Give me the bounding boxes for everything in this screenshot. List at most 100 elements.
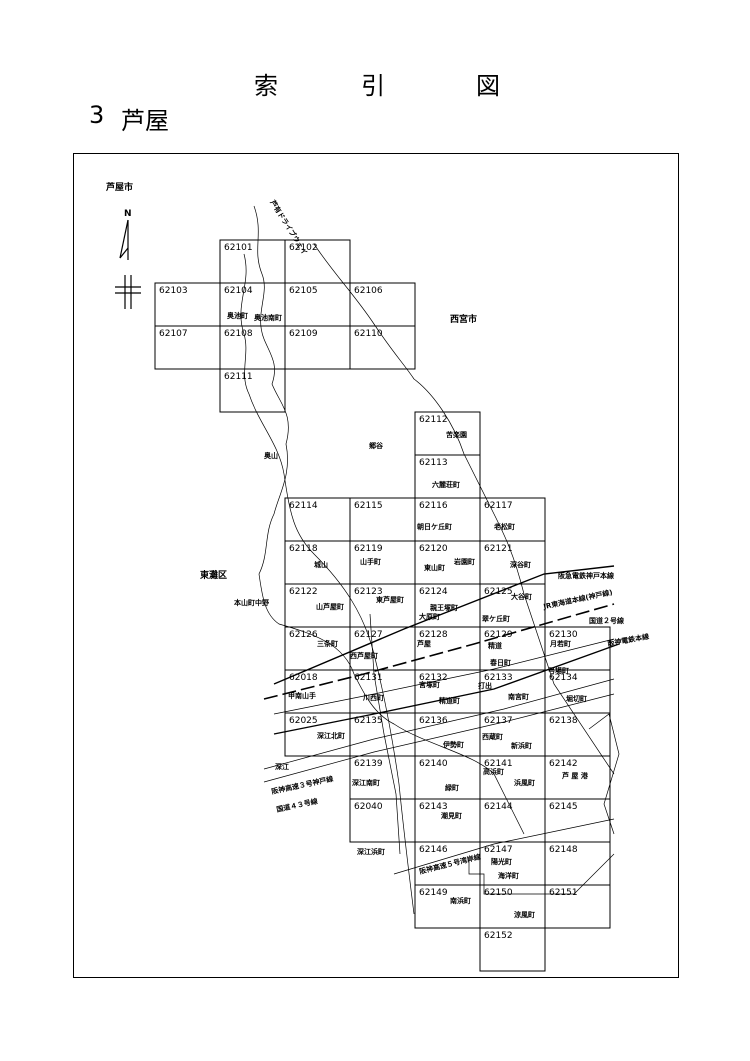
map-tile-number: 62152 <box>484 931 513 941</box>
expressway-3 <box>263 678 615 770</box>
map-tile-number: 62124 <box>419 587 448 597</box>
city-boundary <box>253 205 525 835</box>
place-label: 東山町 <box>424 563 445 572</box>
place-label: 南浜町 <box>450 896 471 905</box>
line-labels: 阪急電鉄神戸本線 JR東海道本線(神戸線) 国道２号線 阪神電鉄本線 阪神高速３… <box>268 198 649 876</box>
map-tile-number: 62128 <box>419 630 448 640</box>
place-label: 朝日ケ丘町 <box>417 522 452 531</box>
map-tile-number: 62139 <box>354 759 383 769</box>
map-tile-number: 62148 <box>549 845 578 855</box>
place-label: 西芦屋町 <box>350 651 378 660</box>
place-label: 深江 <box>275 762 289 771</box>
map-tile-number: 62145 <box>549 802 578 812</box>
place-names: 奥池町 奥池南町 苦楽園 六麓荘町 朝日ケ丘町 老松町 城山 山手町 東山町 岩… <box>227 311 589 919</box>
east-boundary <box>313 243 615 775</box>
map-tile <box>544 884 611 929</box>
place-label: 月若町 <box>549 639 571 648</box>
map-tile-number: 62146 <box>419 845 448 855</box>
line-label: 国道２号線 <box>589 616 624 625</box>
map-tile-number: 62110 <box>354 329 383 339</box>
map-tile-number: 62125 <box>484 587 513 597</box>
place-label: 涼風町 <box>514 910 535 919</box>
region-higashinada: 東灘区 <box>200 569 227 581</box>
place-label: 山手町 <box>360 557 381 566</box>
map-tile-number: 62140 <box>419 759 448 769</box>
map-tile-number: 62131 <box>354 673 383 683</box>
region-nishinomiya: 西宮市 <box>450 313 477 325</box>
map-tile-number: 62116 <box>419 501 448 511</box>
place-label: 伊勢町 <box>442 740 464 749</box>
place-label: 打出 <box>478 681 492 690</box>
map-tile-number: 62129 <box>484 630 513 640</box>
place-label: 三条町 <box>317 639 338 648</box>
map-tile-number: 62102 <box>289 243 318 253</box>
line-label: 阪急電鉄神戸本線 <box>558 571 614 580</box>
place-label: 翠ケ丘町 <box>482 614 510 623</box>
place-label: 高浜町 <box>483 767 504 776</box>
place-label: 岩園町 <box>453 557 475 566</box>
map-tile-number: 62111 <box>224 372 253 382</box>
place-label: 芦屋 <box>417 639 431 648</box>
index-title-char-3: 図 <box>476 72 500 100</box>
river-line <box>240 253 415 915</box>
place-label: 新浜町 <box>511 741 532 750</box>
section-number: 3 <box>89 101 105 129</box>
place-label: 南宮町 <box>508 692 529 701</box>
map-tile-number: 62138 <box>549 716 578 726</box>
map-tile-number: 62101 <box>224 243 253 253</box>
place-label: 深江北町 <box>317 731 345 740</box>
place-label: 弓場町 <box>548 666 569 675</box>
place-label: 精道町 <box>439 696 460 705</box>
map-tile-number: 62132 <box>419 673 448 683</box>
map-tile-number: 62104 <box>224 286 253 296</box>
map-tile-number: 62127 <box>354 630 383 640</box>
hanshin-line <box>273 643 620 735</box>
expressway-5 <box>393 818 615 875</box>
hankyu-line <box>273 565 615 685</box>
map-tile-number: 62118 <box>289 544 318 554</box>
map-tile-number: 62115 <box>354 501 383 511</box>
map-tile-number: 62134 <box>549 673 578 683</box>
coastline-hatch <box>588 713 620 835</box>
map-tile-number: 62142 <box>549 759 578 769</box>
place-label: 芦 屋 港 <box>562 771 589 780</box>
map-tile-number: 62121 <box>484 544 513 554</box>
map-tile-number: 62126 <box>289 630 318 640</box>
city-label: 芦屋市 <box>106 181 133 193</box>
map-tile-number: 62150 <box>484 888 513 898</box>
place-label: 山芦屋町 <box>316 602 344 611</box>
map-tile-number: 62117 <box>484 501 513 511</box>
place-label: 浜風町 <box>514 778 535 787</box>
map-tile-number: 62018 <box>289 673 318 683</box>
place-label: 深江浜町 <box>357 847 385 856</box>
index-title-char-1: 索 <box>254 72 278 100</box>
place-label: 親王塚町 <box>430 603 458 612</box>
map-tile-number: 62122 <box>289 587 318 597</box>
north-label: N <box>124 209 132 219</box>
north-arrow-icon <box>115 219 141 309</box>
map-tile-number: 62119 <box>354 544 383 554</box>
region-gaya: 郷谷 <box>369 441 384 450</box>
map-tile-number: 62136 <box>419 716 448 726</box>
place-label: 堀切町 <box>566 694 587 703</box>
map-tile <box>479 927 546 972</box>
route2-line <box>273 638 615 715</box>
map-tile-number: 62133 <box>484 673 513 683</box>
route43-line <box>263 693 615 783</box>
place-label: 川西町 <box>362 694 384 702</box>
map-tile <box>219 368 286 413</box>
region-okuyama: 奥山 <box>264 451 278 460</box>
coastline <box>468 853 615 895</box>
place-label: 奥池町 <box>227 311 248 320</box>
map-tile-number: 62040 <box>354 802 383 812</box>
map-tile <box>349 325 416 370</box>
ashiya-river-road <box>369 613 401 855</box>
map-tile-number: 62105 <box>289 286 318 296</box>
place-label: 緑町 <box>445 783 459 792</box>
section-title: 芦屋 <box>121 107 169 135</box>
place-label: 海洋町 <box>498 871 519 880</box>
map-tile-number: 62107 <box>159 329 188 339</box>
